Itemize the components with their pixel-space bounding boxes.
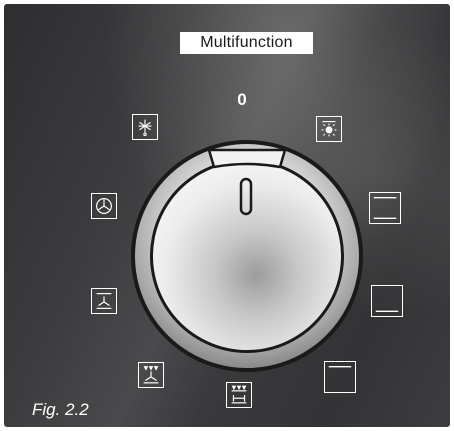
defrost-snowflake-icon — [132, 114, 158, 140]
oven-light-icon — [316, 116, 342, 142]
fan-oven-icon — [91, 193, 117, 219]
top-bottom-heat-icon — [369, 192, 401, 224]
knob-grip[interactable] — [207, 148, 287, 169]
fan-grill-icon — [91, 288, 117, 314]
top-heat-icon — [324, 361, 356, 393]
off-position-label: 0 — [237, 90, 247, 109]
knob-position-indicator — [239, 177, 253, 216]
full-grill-icon — [138, 362, 164, 388]
figure-caption: Fig. 2.2 — [32, 400, 89, 419]
bottom-heat-icon — [371, 285, 403, 317]
grill-icon — [226, 382, 252, 408]
mode-title-label: Multifunction — [180, 32, 313, 54]
knob-face[interactable] — [153, 162, 341, 350]
